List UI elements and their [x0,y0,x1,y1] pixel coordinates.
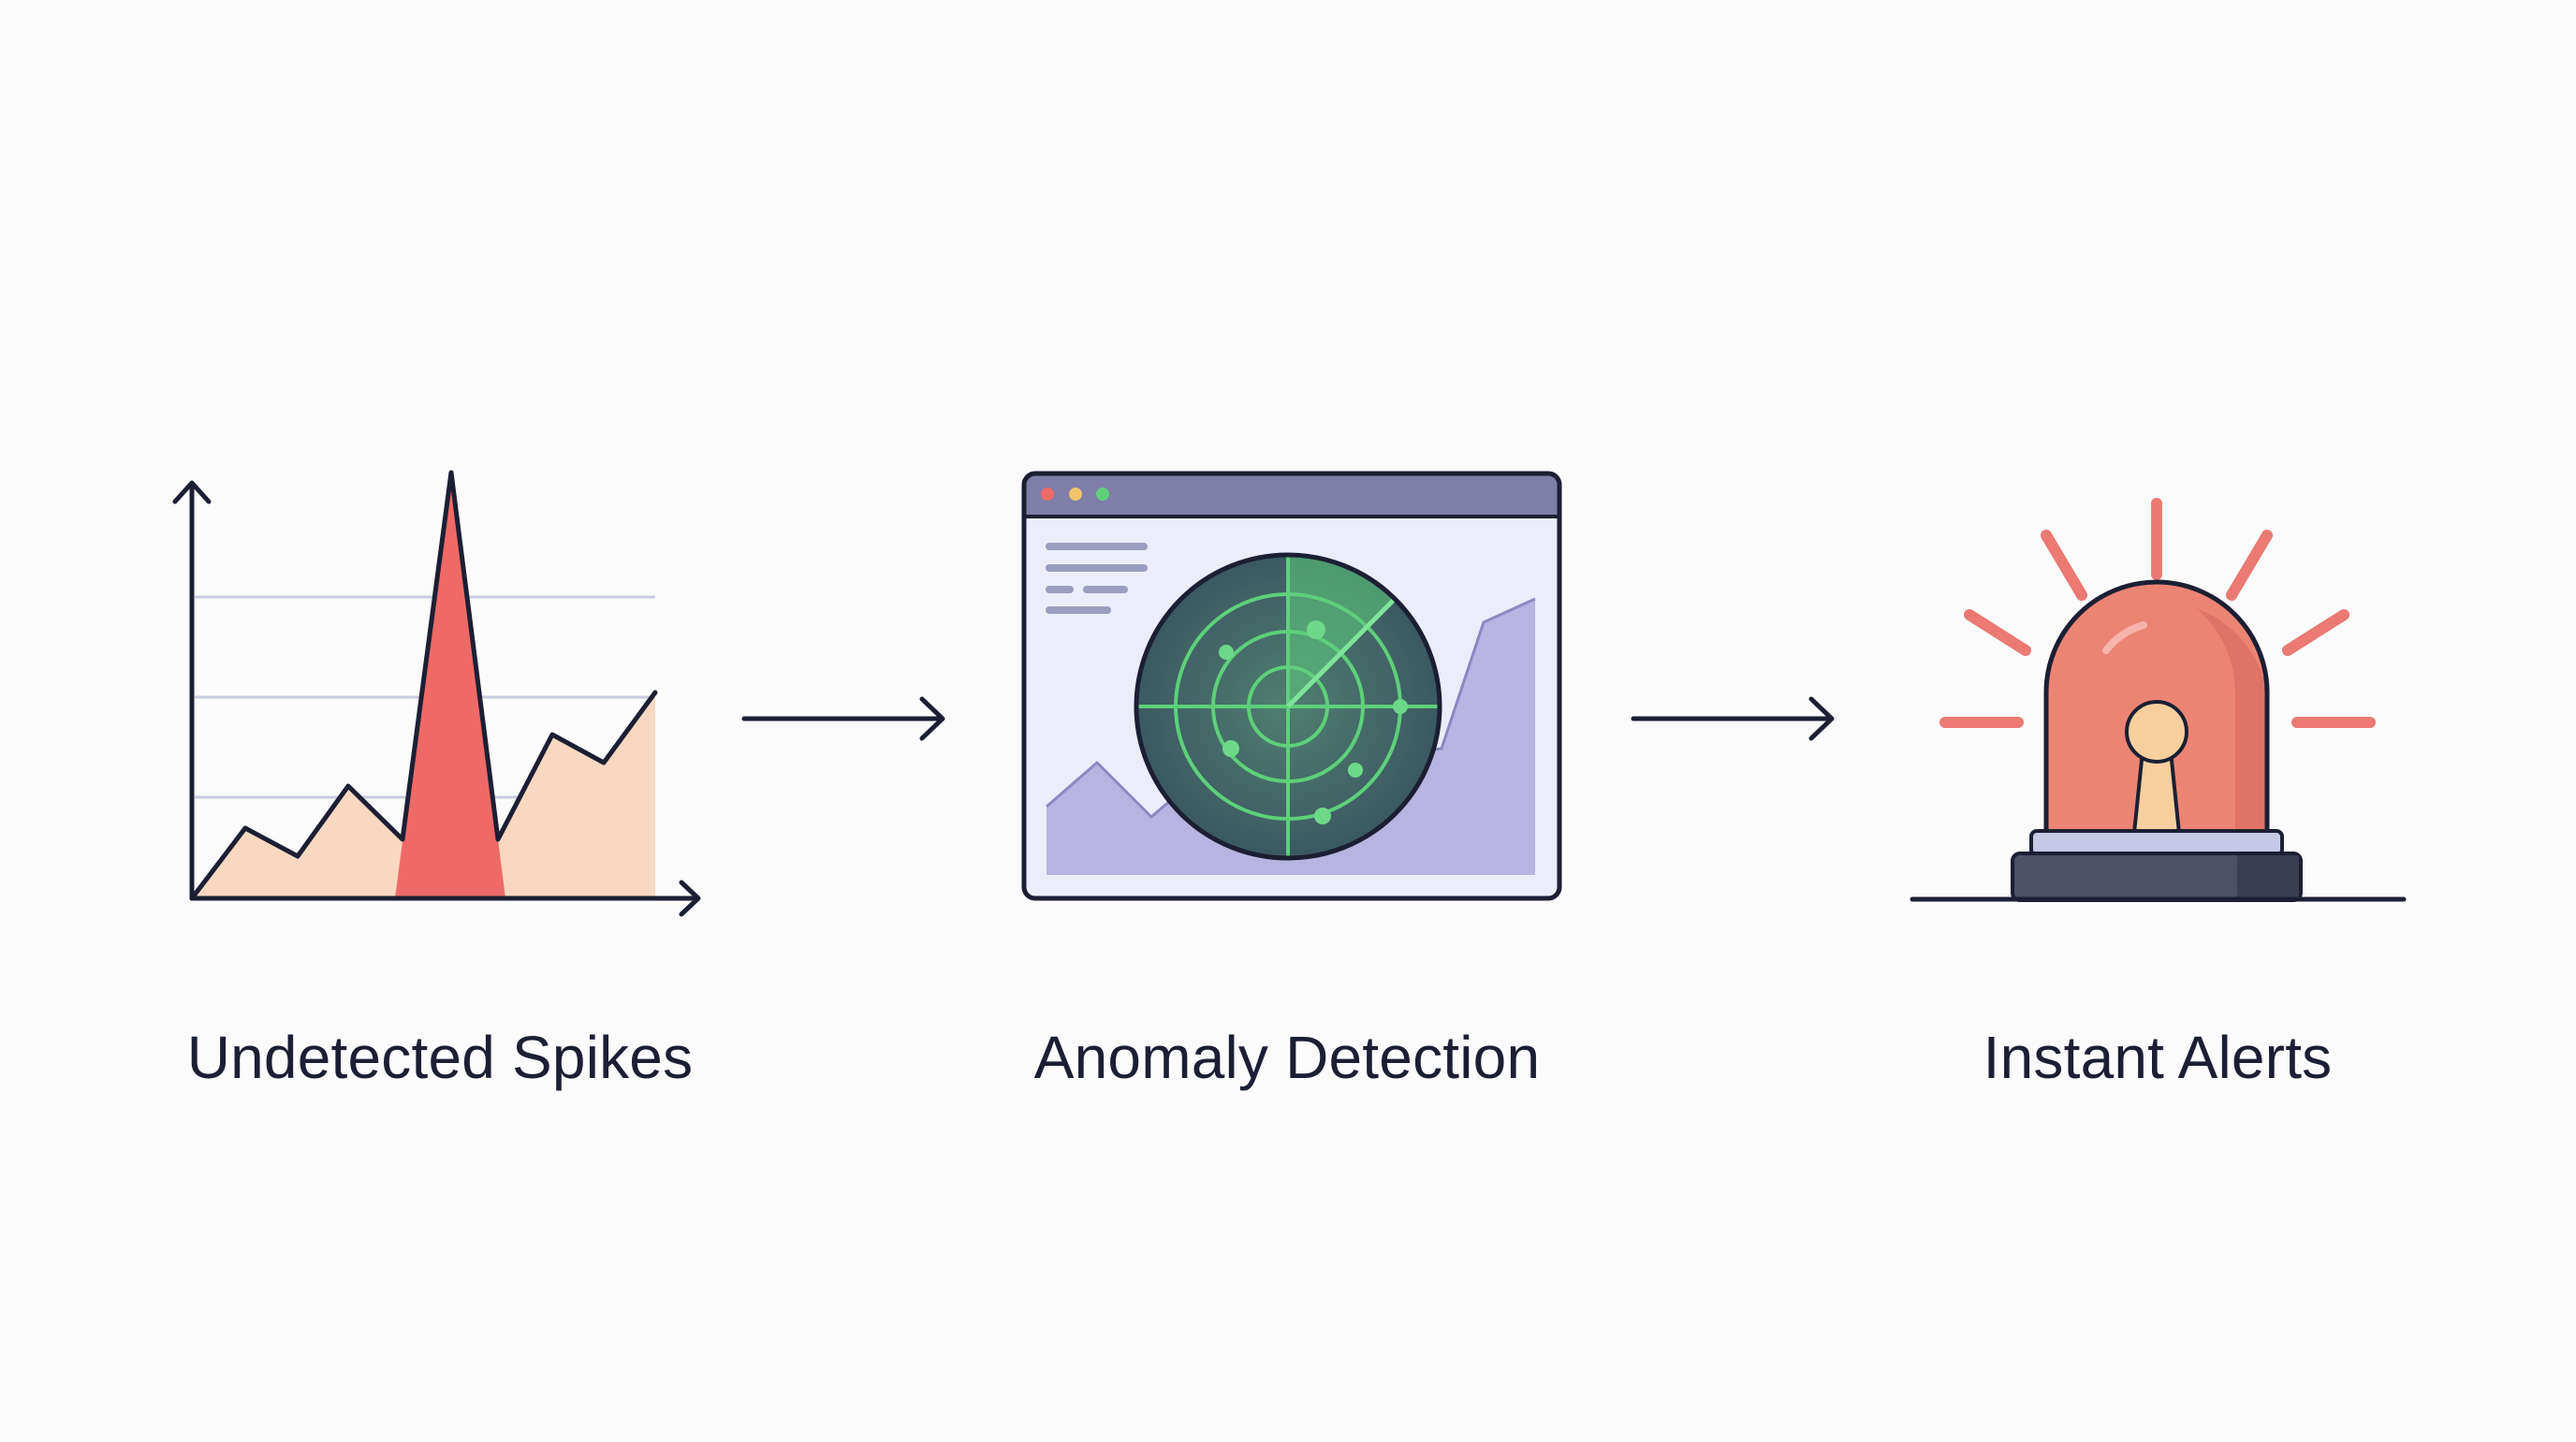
spike-chart-icon [172,470,701,917]
alarm-siren-icon [1910,498,2407,902]
step-label-instant-alerts: Instant Alerts [1983,1024,2333,1091]
radar-scope [1134,552,1442,861]
step-label-anomaly-detection: Anomaly Detection [1033,1024,1541,1091]
arrow-right-icon [1631,696,1835,741]
radar-window-icon [1021,471,1562,901]
step-label-undetected-spikes: Undetected Spikes [186,1024,694,1091]
siren-rays [1939,498,2376,728]
arrow-right-icon [741,696,945,741]
